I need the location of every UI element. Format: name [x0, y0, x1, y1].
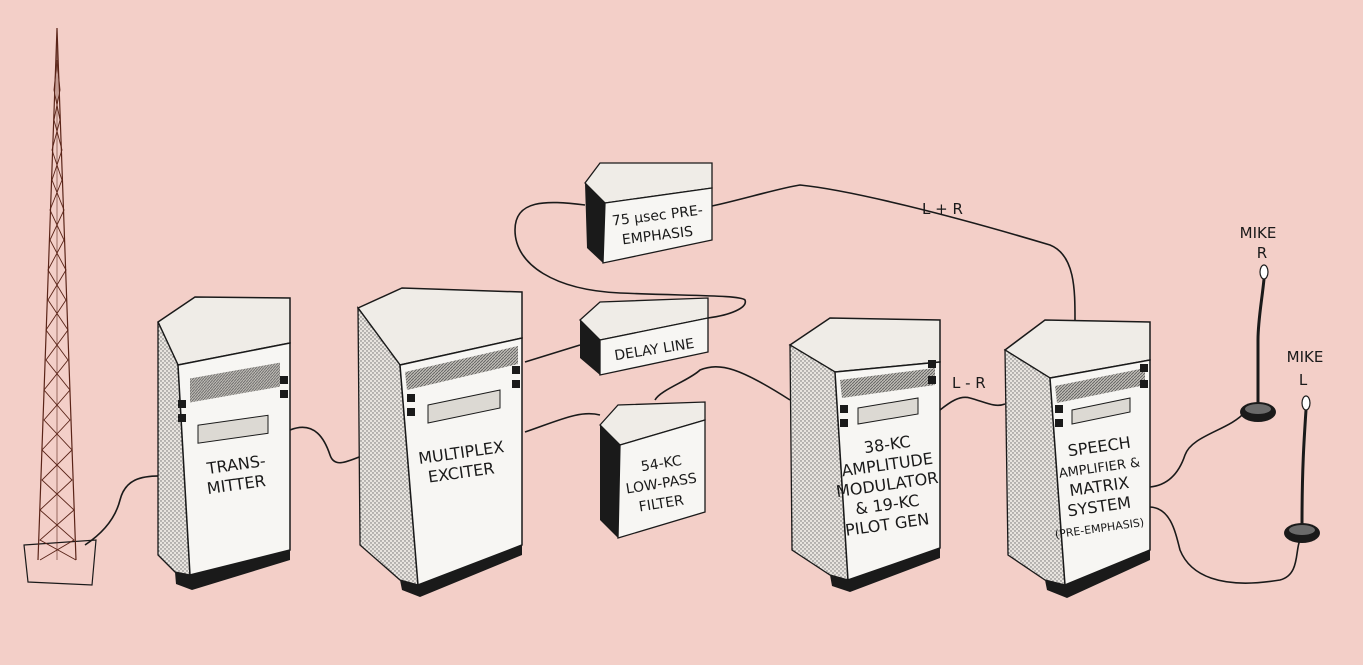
exciter-meter-icon [512, 366, 520, 374]
speech-meter-icon [1140, 380, 1148, 388]
lowpass-filter-box: 54-KC LOW-PASS FILTER [600, 402, 705, 538]
wire-exciter-to-delay [525, 345, 580, 362]
exciter-meter-icon [407, 408, 415, 416]
modulator-meter-icon [840, 405, 848, 413]
wire-speech-to-mike-r [1150, 412, 1245, 487]
modulator-cabinet: 38-KC AMPLITUDE MODULATOR & 19-KC PILOT … [790, 318, 940, 592]
mike-l-label: MIKE [1287, 348, 1324, 366]
transmitter-cabinet: TRANS- MITTER [158, 297, 290, 590]
exciter-meter-icon [512, 380, 520, 388]
transmitter-meter-icon [280, 376, 288, 384]
diff-signal-label: L - R [952, 374, 986, 392]
speech-meter-icon [1140, 364, 1148, 372]
modulator-meter-icon [928, 360, 936, 368]
mike-l-channel: L [1299, 371, 1308, 389]
multiplex-exciter-cabinet: MULTIPLEX EXCITER [358, 288, 522, 597]
mike-r-label: MIKE [1240, 224, 1277, 242]
wire-speech-to-mike-l [1150, 507, 1300, 583]
wire-filter-to-modulator [655, 367, 790, 400]
wire-exciter-to-filter [525, 414, 600, 432]
modulator-meter-icon [840, 419, 848, 427]
wire-preemphasis-to-speech [712, 185, 1075, 320]
mike-r-channel: R [1257, 244, 1267, 262]
microphone-l: MIKE L [1284, 348, 1323, 543]
microphone-r-head [1260, 265, 1268, 279]
delay-line-box: DELAY LINE [580, 298, 708, 375]
exciter-meter-icon [407, 394, 415, 402]
transmitter-meter-icon [178, 400, 186, 408]
speech-amplifier-cabinet: SPEECH AMPLIFIER & MATRIX SYSTEM (PRE-EM… [1005, 320, 1150, 598]
wire-modulator-to-speech [940, 397, 1005, 410]
microphone-l-head [1302, 396, 1310, 410]
antenna-tower [24, 28, 96, 585]
sum-signal-label: L + R [922, 200, 963, 218]
transmitter-meter-icon [280, 390, 288, 398]
speech-meter-icon [1055, 419, 1063, 427]
microphone-r: MIKE R [1240, 224, 1277, 422]
modulator-meter-icon [928, 376, 936, 384]
transmitter-meter-icon [178, 414, 186, 422]
speech-meter-icon [1055, 405, 1063, 413]
wire-tower-to-transmitter [85, 476, 165, 545]
preemphasis-box: 75 μsec PRE- EMPHASIS [585, 163, 712, 263]
